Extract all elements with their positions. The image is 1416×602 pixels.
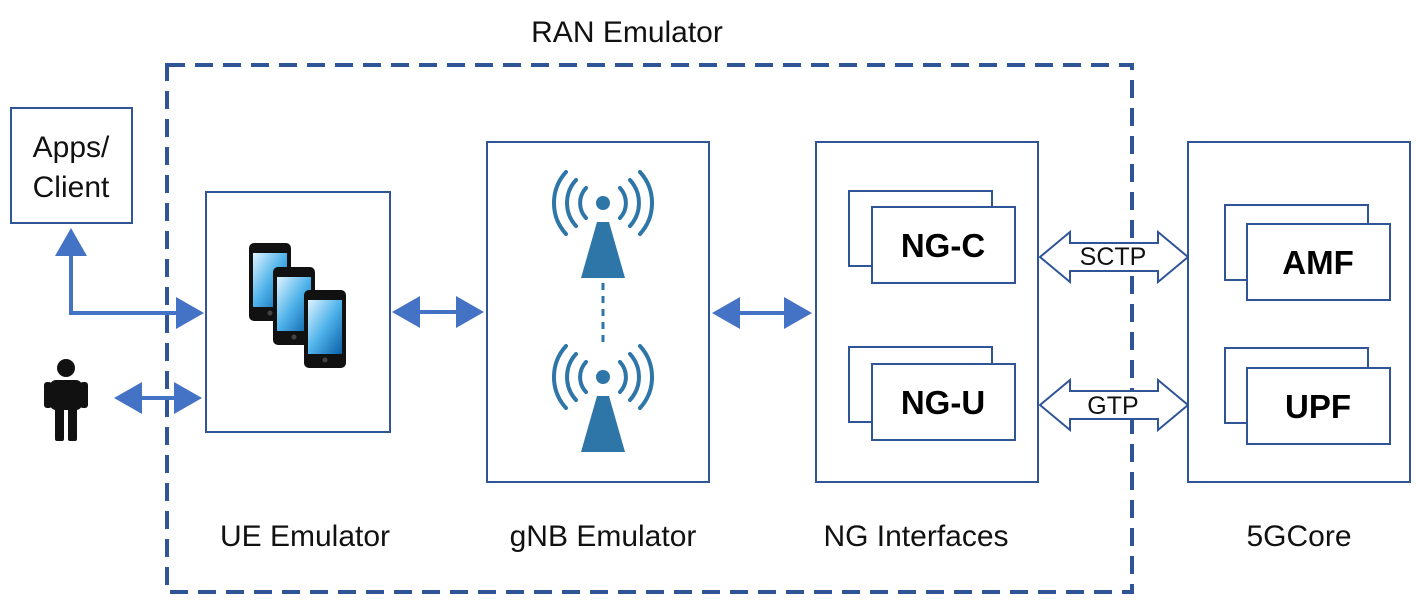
gnb-emulator-label: gNB Emulator <box>510 520 697 553</box>
upf-box <box>1246 367 1391 445</box>
apps-client-box <box>10 107 133 224</box>
gtp-label: GTP <box>1087 392 1138 420</box>
antenna-icon-top <box>552 170 654 278</box>
apps-client-label-line1: Apps/ <box>33 131 110 164</box>
antenna-icon-bottom <box>552 344 654 452</box>
ue-emulator-label: UE Emulator <box>220 520 390 553</box>
ng-u-box <box>871 363 1016 441</box>
person-icon <box>44 359 88 441</box>
5g-core-label: 5GCore <box>1246 520 1351 553</box>
amf-box <box>1246 223 1391 301</box>
apps-client-label-line2: Client <box>33 171 110 204</box>
sctp-label: SCTP <box>1080 243 1147 271</box>
ng-interfaces-label: NG Interfaces <box>823 520 1008 553</box>
upf-label: UPF <box>1285 388 1351 425</box>
apps-to-ue-connector <box>55 228 204 329</box>
ran-emulator-title: RAN Emulator <box>531 16 723 49</box>
ng-c-label: NG-C <box>901 227 985 264</box>
ng-u-label: NG-U <box>901 384 985 421</box>
ng-c-box <box>871 206 1016 284</box>
amf-label: AMF <box>1282 244 1353 281</box>
smartphones-icon <box>249 243 346 368</box>
